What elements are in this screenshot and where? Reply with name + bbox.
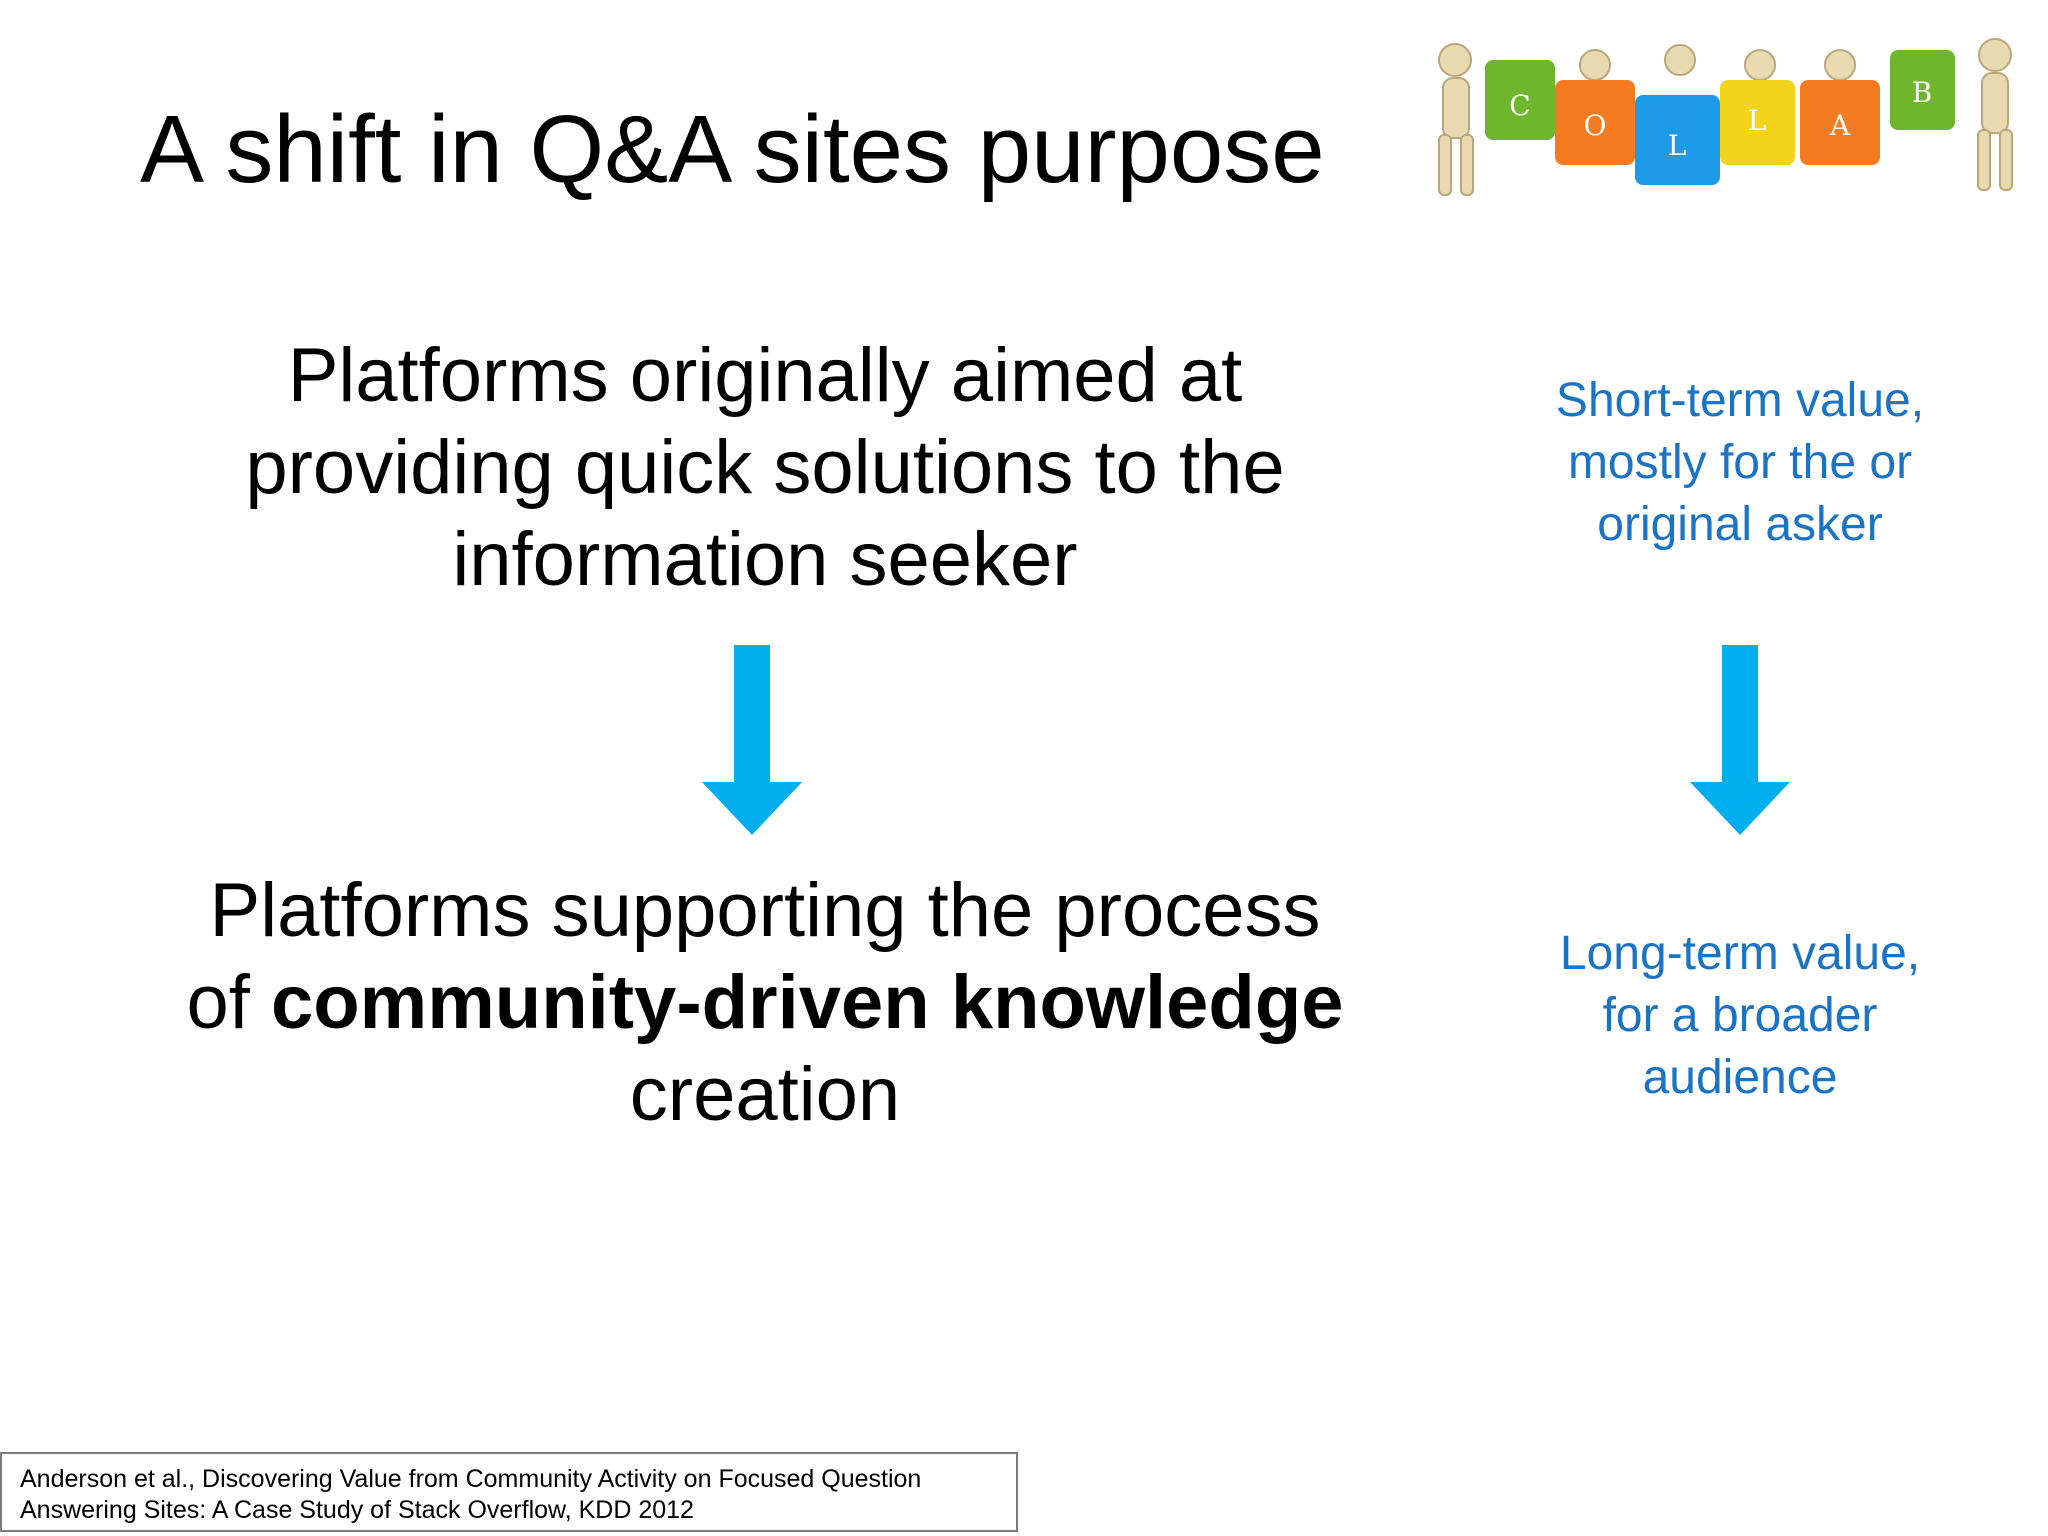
original-purpose-text: Platforms originally aimed at providing … [140,330,1390,606]
new-purpose-line-2-prefix: of [186,960,271,1045]
puzzle-piece-a [1800,80,1880,165]
citation-line-2: Answering Sites: A Case Study of Stack O… [20,1496,694,1524]
citation-line-1: Anderson et al., Discovering Value from … [20,1465,922,1493]
logo-letter-l1: L [1668,129,1687,162]
original-purpose-line-1: Platforms originally aimed at [287,333,1243,418]
collab-logo-icon: C O L L A B [1438,38,2013,196]
long-term-line-1: Long-term value, [1559,927,1921,980]
puzzle-piece-c [1485,60,1555,140]
slide-title: A shift in Q&A sites purpose [140,96,1325,203]
new-purpose-emphasis: community-driven knowledge [270,960,1344,1045]
figure-icon [1438,43,1474,196]
puzzle-piece-o [1555,80,1635,165]
down-arrow-icon [702,645,802,835]
logo-letter-b: B [1912,76,1933,109]
new-purpose-text: Platforms supporting the process of comm… [140,865,1390,1141]
down-arrow-icon [1690,645,1790,835]
puzzle-piece-l2 [1720,80,1795,165]
original-purpose-line-2: providing quick solutions to the [245,425,1285,510]
logo-letter-a: A [1829,109,1851,142]
original-purpose-line-3: information seeker [452,517,1078,602]
puzzle-piece-l1 [1635,95,1720,185]
logo-letter-c: C [1509,89,1530,122]
new-purpose-line-1: Platforms supporting the process [209,868,1321,953]
logo-letter-o: O [1584,109,1607,142]
long-term-line-3: audience [1642,1051,1838,1104]
short-term-line-2: mostly for the or [1567,436,1913,489]
puzzle-piece-b [1890,50,1955,130]
long-term-value-text: Long-term value, for a broader audience [1490,923,1990,1109]
citation-box: Anderson et al., Discovering Value from … [0,1452,1018,1532]
logo-letter-l2: L [1748,104,1767,137]
new-purpose-line-3: creation [629,1052,901,1137]
long-term-line-2: for a broader [1602,989,1878,1042]
short-term-value-text: Short-term value, mostly for the or orig… [1490,370,1990,556]
short-term-line-3: original asker [1597,498,1883,551]
figure-icon [1977,38,2013,191]
short-term-line-1: Short-term value, [1555,374,1925,427]
